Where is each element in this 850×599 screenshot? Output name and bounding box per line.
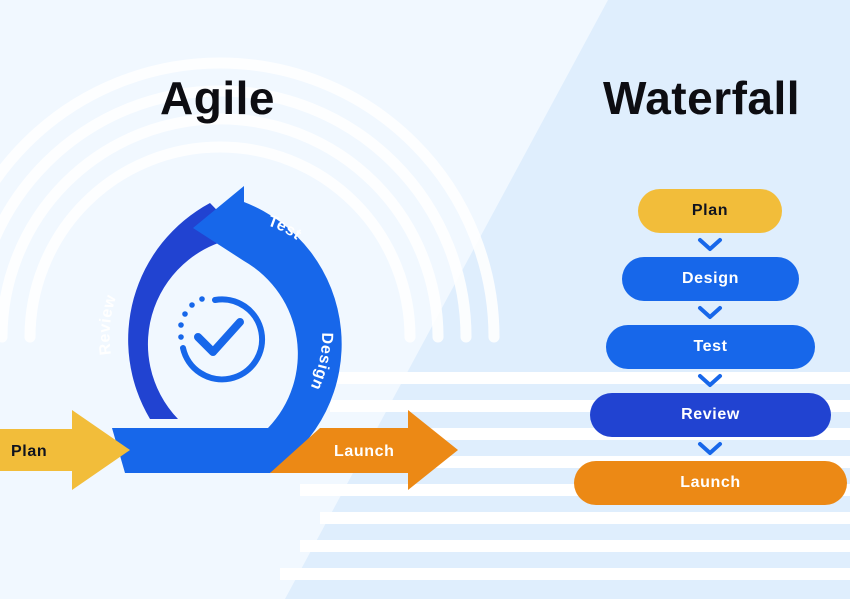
agile-title: Agile [160,72,275,124]
waterfall-step-test: Test [606,325,815,369]
chevron-down-icon [698,442,722,455]
waterfall-step-review: Review [590,393,831,437]
waterfall-step-design: Design [622,257,799,301]
agile-plan-label: Plan [11,443,47,460]
agile-review-label: Review [97,293,120,356]
launch-arrow [270,410,458,490]
plan-arrow [0,410,130,490]
checkmark-cycle-icon [178,296,265,383]
design-arc [112,186,342,473]
chevron-down-icon [698,238,722,251]
chevron-down-icon [698,306,722,319]
agile-launch-label: Launch [334,443,395,460]
chevron-down-icon [698,374,722,387]
waterfall-step-launch: Launch [574,461,847,505]
waterfall-title: Waterfall [603,72,801,124]
waterfall-step-plan: Plan [638,189,782,233]
review-arc [128,203,243,419]
